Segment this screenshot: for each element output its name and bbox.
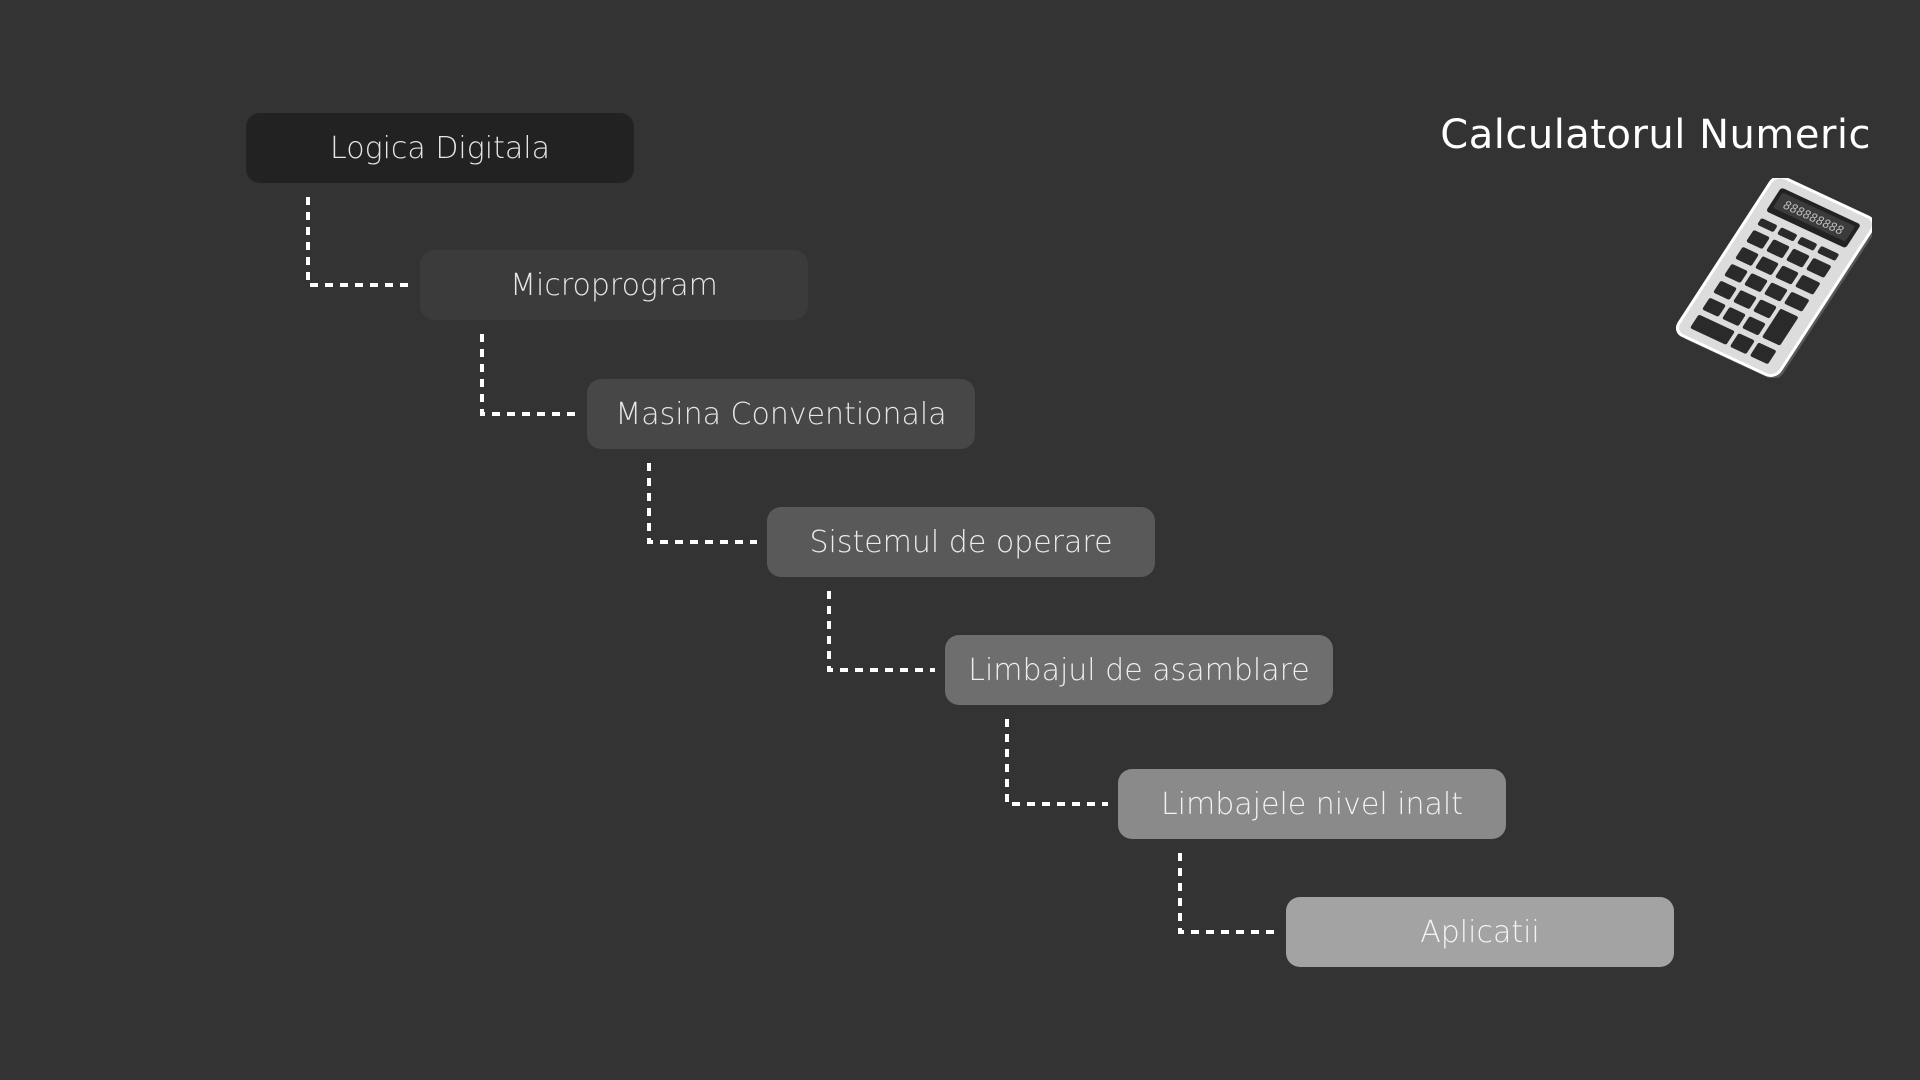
connector-3	[647, 463, 757, 544]
level-label: Aplicatii	[1420, 914, 1540, 950]
connector-5	[1005, 719, 1108, 806]
diagram-title: Calculatorul Numeric	[1440, 112, 1871, 158]
level-label: Sistemul de operare	[809, 524, 1113, 560]
connector-4	[827, 591, 935, 672]
level-aplicatii: Aplicatii	[1286, 897, 1674, 967]
level-limbajele-nivel-inalt: Limbajele nivel inalt	[1118, 769, 1506, 839]
level-limbajul-de-asamblare: Limbajul de asamblare	[945, 635, 1333, 705]
level-label: Limbajele nivel inalt	[1160, 786, 1464, 822]
calculator-icon: 888888888	[1675, 178, 1872, 378]
connector-1	[306, 197, 410, 287]
level-label: Masina Conventionala	[615, 396, 947, 432]
level-sistemul-de-operare: Sistemul de operare	[767, 507, 1155, 577]
level-microprogram: Microprogram	[420, 250, 808, 320]
connector-6	[1178, 853, 1276, 934]
level-masina-conventionala: Masina Conventionala	[587, 379, 975, 449]
level-logica-digitala: Logica Digitala	[246, 113, 634, 183]
level-label: Limbajul de asamblare	[968, 652, 1310, 688]
level-label: Logica Digitala	[330, 130, 550, 166]
connector-2	[480, 334, 577, 416]
level-label: Microprogram	[510, 267, 718, 303]
